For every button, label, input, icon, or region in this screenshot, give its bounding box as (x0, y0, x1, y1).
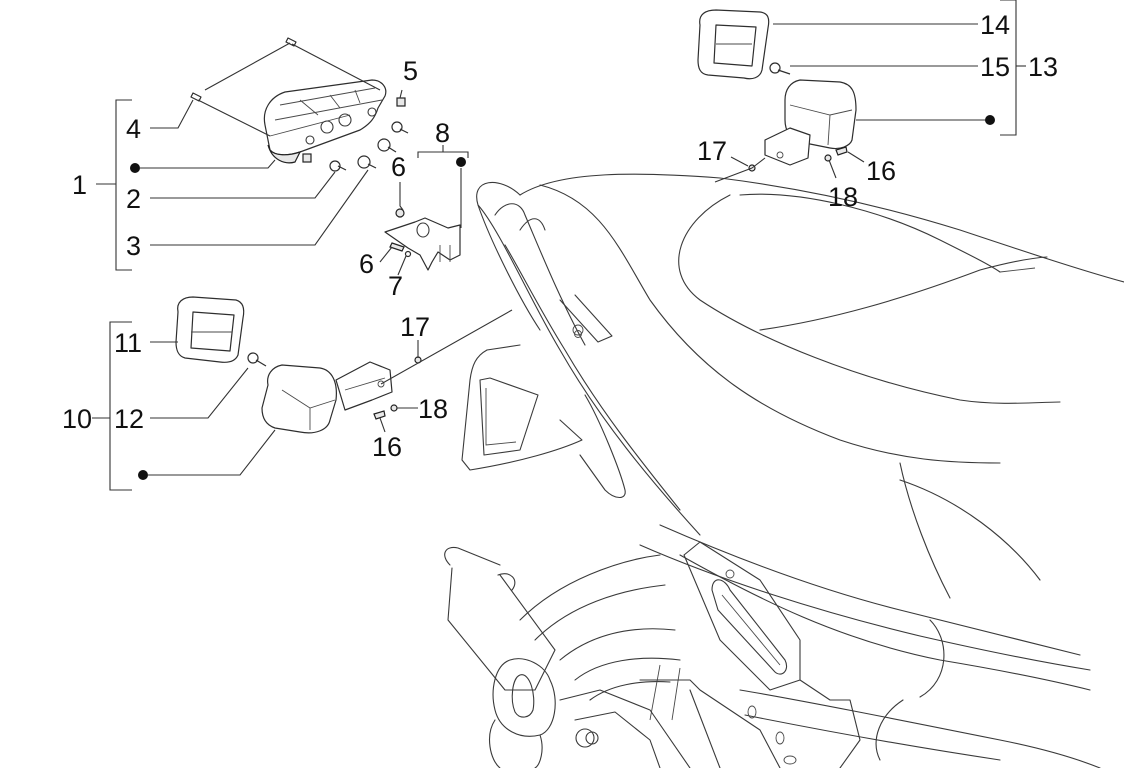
callout-2[interactable]: 2 (126, 184, 141, 214)
right-turn-signal[interactable] (697, 9, 857, 183)
callout-dots (130, 115, 995, 480)
callout-16-right[interactable]: 16 (866, 156, 896, 186)
callout-8[interactable]: 8 (435, 118, 450, 148)
bracket[interactable] (384, 208, 461, 271)
callout-17-right[interactable]: 17 (697, 136, 727, 166)
callout-18-right[interactable]: 18 (828, 182, 858, 212)
callout-6-upper[interactable]: 6 (391, 152, 406, 182)
tail-light-assembly[interactable] (263, 79, 387, 164)
callout-5[interactable]: 5 (403, 56, 418, 86)
callout-15[interactable]: 15 (980, 52, 1010, 82)
callout-17-left[interactable]: 17 (400, 312, 430, 342)
callout-18-left[interactable]: 18 (418, 394, 448, 424)
callout-12[interactable]: 12 (114, 404, 144, 434)
callout-leaders (92, 0, 1026, 491)
scooter-body (444, 173, 1124, 768)
callout-7[interactable]: 7 (388, 271, 403, 301)
callout-11[interactable]: 11 (114, 328, 142, 358)
callout-4[interactable]: 4 (126, 114, 141, 144)
callout-1[interactable]: 1 (72, 170, 87, 200)
callout-6-lower[interactable]: 6 (359, 249, 374, 279)
callout-14[interactable]: 14 (980, 10, 1010, 40)
callout-10[interactable]: 10 (62, 404, 92, 434)
tail-light-screws[interactable] (190, 37, 381, 137)
tail-bulbs[interactable] (329, 121, 409, 172)
callout-3[interactable]: 3 (126, 231, 141, 261)
clip-nuts[interactable] (302, 97, 406, 163)
callout-13[interactable]: 13 (1028, 52, 1058, 82)
left-turn-signal[interactable] (175, 296, 513, 434)
callout-labels: 1 2 3 4 5 6 6 7 8 10 11 12 13 14 15 16 1… (62, 10, 1058, 462)
callout-16-left[interactable]: 16 (372, 432, 402, 462)
